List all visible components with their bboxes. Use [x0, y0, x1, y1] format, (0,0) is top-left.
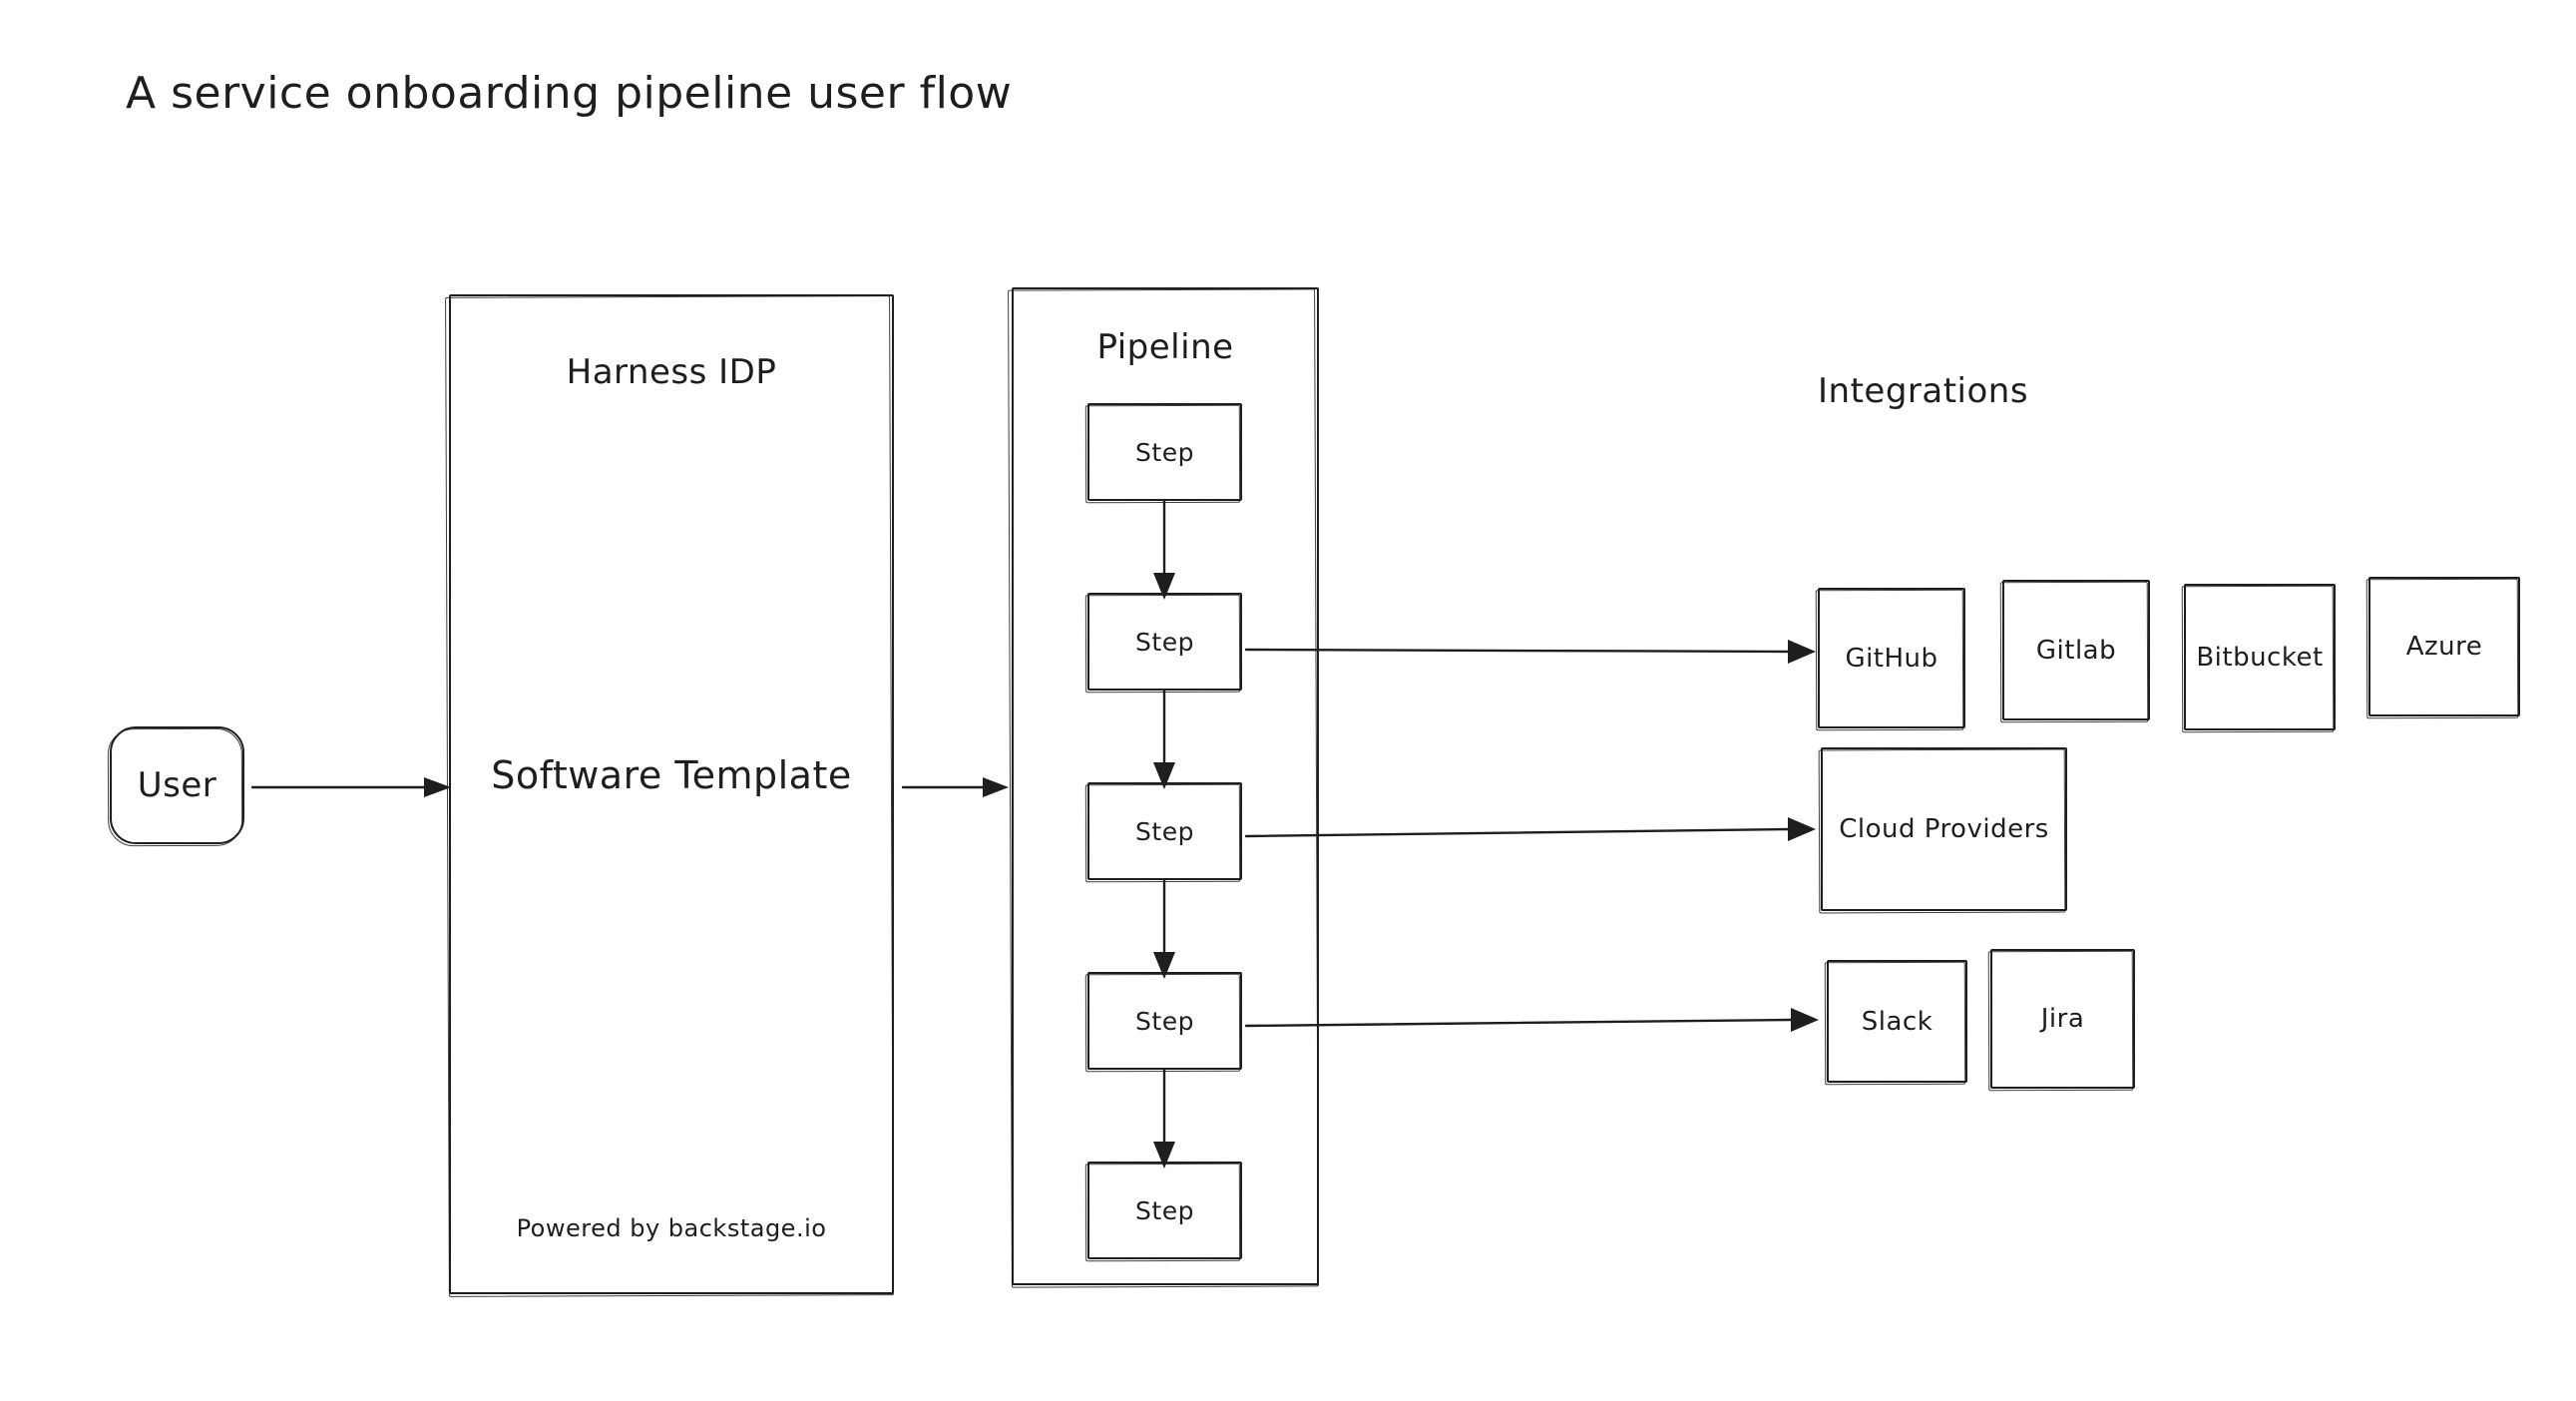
integration-github-outline-sketch	[1815, 589, 1964, 731]
integration-slack[interactable]: Slack	[1824, 960, 1967, 1086]
integration-gitlab-outline-sketch	[1999, 581, 2149, 723]
integration-github[interactable]: GitHub	[1815, 588, 1965, 731]
pipeline-step-5[interactable]: Step	[1084, 1162, 1242, 1262]
pipeline-title: Pipeline	[1096, 327, 1234, 367]
connector-step4-to-slack	[1244, 1008, 1819, 1032]
pipeline-step-1-outline-sketch	[1084, 404, 1241, 504]
integration-jira-outline	[1990, 949, 2135, 1089]
integration-jira[interactable]: Jira	[1987, 949, 2135, 1092]
user-node[interactable]: User	[107, 726, 244, 847]
pipeline-step-4-outline-sketch	[1084, 973, 1241, 1073]
harness-idp-title: Harness IDP	[566, 352, 777, 392]
powered-by-backstage-label: Powered by backstage.io	[516, 1214, 827, 1242]
pipeline-outline	[1012, 287, 1319, 1285]
pipeline-step-4[interactable]: Step	[1084, 972, 1242, 1073]
pipeline-step-1[interactable]: Step	[1084, 403, 1242, 504]
pipeline-step-5-outline-sketch	[1084, 1163, 1241, 1262]
integration-gitlab[interactable]: Gitlab	[1999, 580, 2150, 723]
pipeline-step-2-outline-sketch	[1084, 594, 1241, 694]
connector-step2-to-github	[1244, 640, 1816, 664]
pipeline-step-3[interactable]: Step	[1084, 782, 1242, 883]
pipeline-step-3-outline-sketch	[1084, 783, 1241, 883]
integration-cloud-providers-outline	[1821, 747, 2067, 911]
integration-cloud-providers[interactable]: Cloud Providers	[1818, 747, 2067, 914]
integration-jira-outline-sketch	[1987, 950, 2134, 1092]
integration-slack-outline	[1827, 960, 1967, 1083]
user-node-outline	[110, 726, 244, 844]
pipeline-container[interactable]: Pipeline	[1008, 287, 1319, 1288]
integration-gitlab-outline	[2002, 580, 2150, 720]
connector-user-to-idp	[250, 777, 451, 797]
integration-slack-outline-sketch	[1824, 961, 1966, 1086]
integration-cloud-providers-outline-sketch	[1818, 748, 2066, 914]
pipeline-step-2[interactable]: Step	[1084, 593, 1242, 694]
page-title: A service onboarding pipeline user flow	[126, 68, 1013, 119]
integration-github-outline	[1818, 588, 1965, 728]
integration-bitbucket-outline	[2184, 584, 2336, 730]
integration-bitbucket-outline-sketch	[2181, 585, 2335, 733]
integration-azure-outline	[2368, 577, 2520, 716]
integrations-title: Integrations	[1818, 371, 2029, 411]
user-node-outline-sketch	[107, 727, 243, 847]
harness-idp-container[interactable]: Harness IDP Software Template Powered by…	[445, 294, 894, 1297]
software-template-label: Software Template	[491, 753, 852, 797]
harness-idp-outline-sketch	[445, 295, 894, 1297]
connector-step3-to-cloud-providers	[1244, 817, 1816, 841]
integration-bitbucket[interactable]: Bitbucket	[2181, 584, 2336, 733]
connector-template-to-pipeline	[901, 777, 1009, 797]
integration-azure[interactable]: Azure	[2365, 577, 2520, 719]
integration-azure-outline-sketch	[2365, 578, 2519, 719]
